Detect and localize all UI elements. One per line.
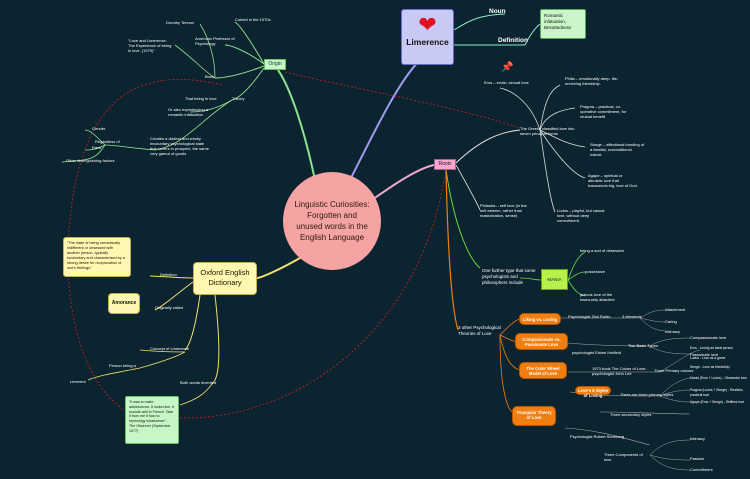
oed-originally-called: Originally called (155, 305, 184, 310)
theory-color-wheel[interactable]: The Color Wheel Model of Love (519, 362, 567, 379)
limerence-definition-text: Romantic infatuation, Besottedness (544, 13, 572, 30)
roots-one-further: One further type that some psychologists… (482, 268, 536, 285)
central-topic[interactable]: Linguistic Curiosities: Forgotten and un… (283, 172, 381, 270)
mania-obsessive: being a sort of obsessive (580, 248, 625, 253)
oed-quote-box[interactable]: "It was to make adolescence. It looks ni… (125, 396, 179, 444)
mania-node[interactable]: MANIA (541, 269, 568, 290)
roots-philia: Philia – emotionally deep, life-enrichin… (565, 76, 619, 86)
oed-definition-label: Definition (160, 272, 177, 277)
origin-theory: Theory (232, 96, 245, 101)
origin-creates: Creates a distinct and wholly involuntar… (150, 136, 209, 156)
limerence-definition-box[interactable]: Romantic infatuation, Besottedness (540, 9, 586, 39)
mania-possessive: possessive (585, 269, 605, 274)
heart-icon: ❤ (418, 12, 437, 37)
theory-compassionate-name: Compassionate vs. Passionate Love (522, 337, 561, 347)
theory-color-secondary-3: Agape (Eros + Storge) - Selfless love (690, 400, 745, 404)
oed-limerent: Limerent (70, 379, 86, 384)
oed-both-invented: Both words invented (180, 380, 217, 385)
theory-liking-scale: 3 elements (622, 314, 642, 319)
theory-compassionate-item-1: Compassionate love (690, 335, 727, 340)
pushpin-icon: 📌 (501, 62, 514, 73)
theory-compassionate[interactable]: Compassionate vs. Passionate Love (515, 333, 568, 350)
oed-definition-box[interactable]: "The state of being romantically indiffe… (63, 237, 131, 277)
limerence-title: Limerence (406, 37, 449, 47)
oed-concept: Concept of Limerence (150, 346, 190, 351)
theory-compassionate-item-2: Passionate love (690, 352, 719, 357)
oed-quote-text: "It was to make adolescence. It looks ni… (129, 400, 175, 433)
theory-color-wheel-author: 1973 book The Colors of Love, psychologi… (592, 366, 647, 376)
theory-triangular-item-3: Commitment (690, 467, 713, 472)
theory-color-secondary-label: Love's 6 Styles of Loving (577, 388, 609, 398)
oed-person-being: Person being a (109, 363, 136, 368)
theory-liking-element-1: Attachment (665, 307, 686, 312)
origin-or-also: Or also experiencing a romantic infatuat… (168, 107, 209, 117)
amorance-label: Amorance (111, 300, 137, 306)
oed-node[interactable]: Oxford English Dictionary (193, 262, 257, 295)
origin-coined: Coined in the 1970s (235, 17, 271, 22)
roots-greeks: The Greeks classified love into seven pr… (520, 126, 575, 136)
theory-triangular-item-1: Intimacy (690, 436, 705, 441)
amorance-node[interactable]: Amorance (108, 293, 140, 314)
oed-definition-text: "The state of being romantically indiffe… (67, 241, 125, 270)
roots-ludus: Ludus – playful, but casual love, withou… (557, 208, 605, 223)
theory-color-secondary-styles[interactable]: Love's 6 Styles of Loving (575, 386, 611, 398)
origin-label: Origin (268, 61, 282, 67)
theory-color-primary-1: Eros - Loving an ideal person (690, 346, 733, 350)
theory-color-wheel-primary: Three Primary colours (654, 368, 694, 373)
noun-label: Noun (489, 8, 506, 15)
theory-triangular-item-2: Passion (690, 456, 705, 461)
definition-label: Definition (498, 37, 528, 44)
theory-color-secondary-styles-label: Three secondary styles (610, 412, 652, 417)
oed-title: Oxford English Dictionary (200, 268, 250, 287)
theory-color-pairs: There are three primary styles (620, 392, 674, 397)
roots-storge: Storge – affectional bonding of a famili… (590, 142, 645, 157)
origin-gender: Gender (92, 126, 106, 131)
theory-compassionate-author: psychologist Elaine Hatfield (572, 350, 621, 355)
origin-race: Race (92, 145, 102, 150)
theory-color-primary-3: Storge - Love as friendship (690, 365, 730, 369)
mania-label: MANIA (547, 277, 562, 282)
roots-philautia: Philautia – self love (in the self estee… (480, 203, 527, 218)
theory-liking-element-2: Caring (665, 319, 677, 324)
theory-liking-author: Psychologist Zick Rubin (568, 314, 611, 319)
other-theories-label: 3 other Psychological Theories of Love (458, 325, 501, 336)
theory-compassionate-types: Two Basic Types (628, 343, 658, 348)
roots-node[interactable]: Roots (434, 159, 456, 170)
origin-node[interactable]: Origin (264, 59, 286, 70)
theory-color-wheel-name: The Color Wheel Model of Love (526, 366, 560, 376)
central-topic-title: Linguistic Curiosities: Forgotten and un… (294, 200, 370, 242)
theory-triangular[interactable]: Triangular Theory of Love (512, 406, 556, 426)
origin-dorothy: Dorothy Tennov (166, 20, 194, 25)
theory-color-secondary-1: Mania (Eros + Ludus) - Obsessive love (690, 376, 747, 380)
roots-agape: Agape – spiritual or altruistic love tha… (588, 173, 638, 188)
origin-professor: American Professor of Psychology (195, 36, 235, 46)
roots-pragma: Pragma – practical, co-operative commitm… (580, 104, 627, 119)
origin-book: Book (205, 74, 215, 79)
roots-label: Roots (438, 161, 452, 167)
theory-color-primary-2: Ludus - Love as a game (690, 356, 726, 360)
theory-triangular-components: Three Components of love (604, 452, 643, 462)
origin-other-factors: Other distinguishing factors (66, 158, 115, 163)
theory-liking-element-3: Intimacy (665, 329, 680, 334)
theory-liking-vs-loving[interactable]: Liking vs. Loving (519, 313, 561, 325)
theory-liking-name: Liking vs. Loving (522, 317, 558, 322)
theory-triangular-author: Psychologist Robert Sternberg (570, 434, 625, 439)
roots-eros: Eros – erotic, sexual love (484, 80, 529, 85)
theory-triangular-name: Triangular Theory of Love (516, 410, 552, 420)
limerence-node[interactable]: ❤ Limerence (401, 9, 454, 65)
origin-that-being: That being in love (185, 96, 217, 101)
origin-regardless: Regardless of (95, 139, 120, 144)
mania-jealous: jealous love of the insecurely attached (580, 292, 615, 302)
theory-color-secondary-2: Pragma (Ludus + Storge) - Realistic, pra… (690, 388, 744, 397)
origin-book-title: "Love and Limerence: The Experience of b… (128, 38, 172, 53)
